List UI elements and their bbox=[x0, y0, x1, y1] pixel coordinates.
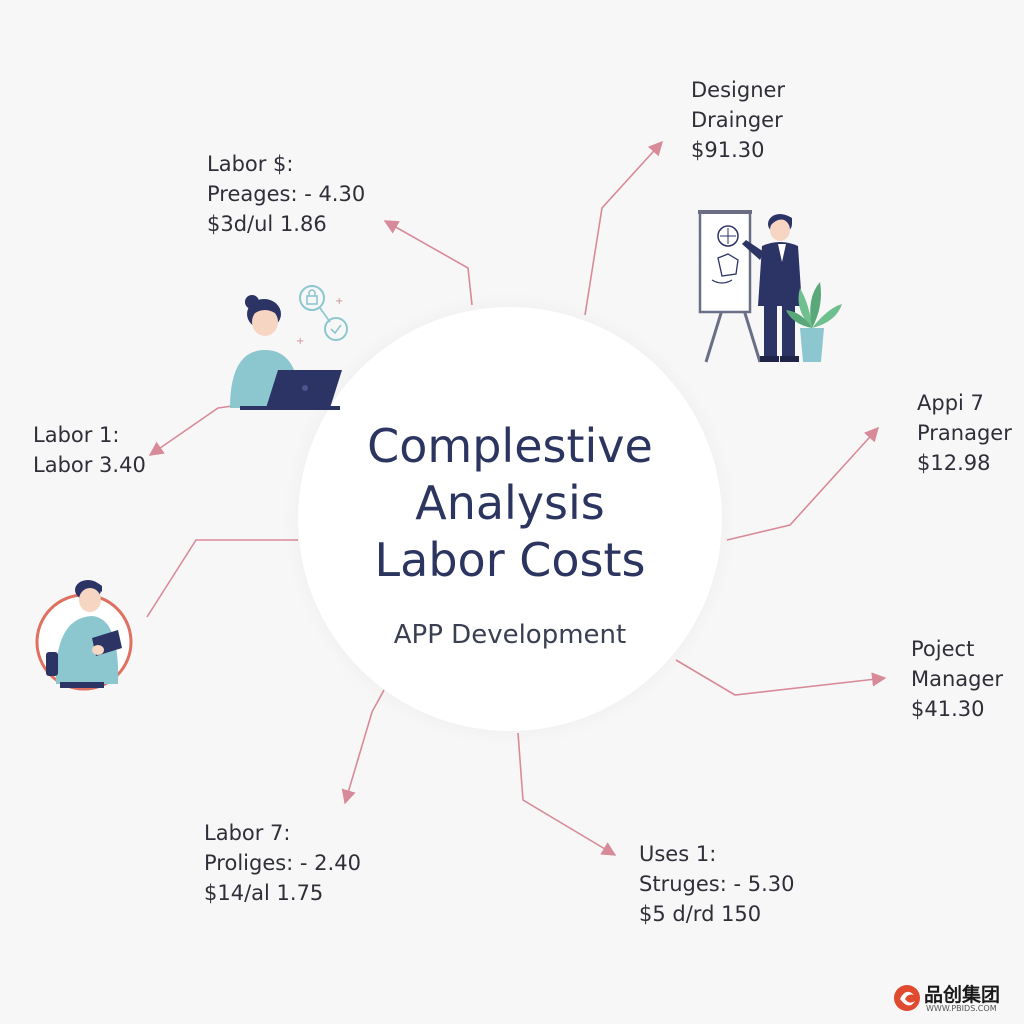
label-line: Manager bbox=[911, 667, 1004, 691]
title-line-2: Analysis bbox=[415, 476, 605, 531]
arrow-bottom-right bbox=[517, 732, 617, 856]
arrow-bottom-left bbox=[341, 689, 385, 805]
label-bottom-right: Uses 1: Struges: - 5.30 $5 d/rd 150 bbox=[639, 839, 794, 929]
label-mid-left: Labor 1: Labor 3.40 bbox=[33, 420, 146, 480]
label-line: Pranager bbox=[917, 421, 1012, 445]
watermark-text: 品创集团 bbox=[924, 984, 1001, 1006]
label-mid-right: Appi 7 Pranager $12.98 bbox=[917, 388, 1012, 478]
diagram-title: Complestive Analysis Labor Costs bbox=[300, 418, 720, 589]
logo-icon bbox=[894, 985, 920, 1011]
label-line: $41.30 bbox=[911, 697, 985, 721]
label-line: $5 d/rd 150 bbox=[639, 902, 762, 926]
arrow-lower-right bbox=[675, 659, 887, 696]
label-top-left: Labor $: Preages: - 4.30 $3d/ul 1.86 bbox=[207, 149, 365, 239]
title-line-1: Complestive bbox=[367, 419, 653, 473]
diagram-subtitle: APP Development bbox=[393, 620, 627, 650]
label-line: Labor 1: bbox=[33, 423, 120, 447]
label-line: Poject bbox=[911, 637, 975, 661]
label-line: Labor $: bbox=[207, 152, 294, 176]
label-line: Drainger bbox=[691, 108, 783, 132]
label-line: $91.30 bbox=[691, 138, 765, 162]
svg-text:+: + bbox=[296, 336, 304, 347]
label-line: Proliges: - 2.40 bbox=[204, 851, 361, 875]
label-line: Preages: - 4.30 bbox=[207, 182, 366, 206]
title-line-3: Labor Costs bbox=[374, 533, 646, 588]
label-top-right: Designer Drainger $91.30 bbox=[691, 75, 785, 165]
label-line: $3d/ul 1.86 bbox=[207, 212, 327, 236]
label-line: Labor 7: bbox=[204, 821, 291, 845]
person-tablet-icon bbox=[35, 580, 133, 691]
label-line: $14/al 1.75 bbox=[204, 881, 324, 905]
person-laptop-icon: + + bbox=[230, 285, 348, 410]
label-line: Uses 1: bbox=[639, 842, 717, 866]
label-line: Appi 7 bbox=[917, 391, 984, 415]
watermark-url: WWW.PBIDS.COM bbox=[926, 1004, 997, 1013]
arrow-top-left bbox=[383, 220, 473, 306]
arrow-left-line bbox=[146, 539, 298, 618]
watermark: 品创集团 WWW.PBIDS.COM bbox=[890, 978, 1014, 1018]
center-circle bbox=[298, 307, 722, 731]
label-line: Struges: - 5.30 bbox=[639, 872, 795, 896]
label-line: Labor 3.40 bbox=[33, 453, 146, 477]
label-bottom-left: Labor 7: Proliges: - 2.40 $14/al 1.75 bbox=[204, 818, 361, 908]
label-line: Designer bbox=[691, 78, 786, 102]
label-lower-right: Poject Manager $41.30 bbox=[911, 634, 1003, 724]
arrow-top-right bbox=[584, 140, 663, 316]
arrow-mid-left bbox=[148, 404, 241, 456]
designer-whiteboard-icon bbox=[698, 210, 842, 363]
arrow-mid-right bbox=[726, 426, 879, 541]
label-line: $12.98 bbox=[917, 451, 991, 475]
svg-text:+: + bbox=[335, 296, 343, 307]
